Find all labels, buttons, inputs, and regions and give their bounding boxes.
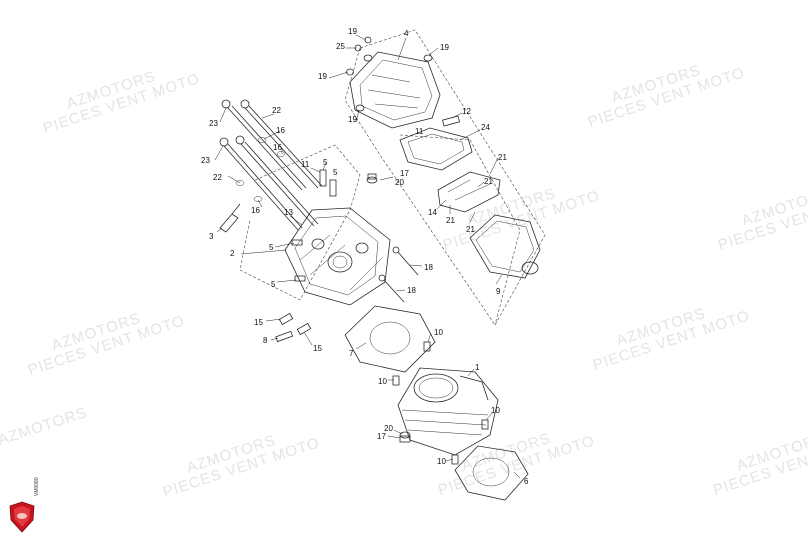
callout-10: 10 (378, 377, 387, 386)
callout-13: 13 (284, 208, 293, 217)
gasket-24 (399, 127, 473, 171)
callout-19: 19 (440, 43, 449, 52)
callout-5: 5 (269, 243, 274, 252)
brand-shield-logo (9, 501, 35, 533)
callout-16: 16 (273, 143, 282, 152)
callout-25: 25 (336, 42, 345, 51)
callout-11: 11 (415, 127, 424, 136)
callout-16: 16 (251, 206, 260, 215)
callout-17: 17 (377, 432, 386, 441)
callout-9: 9 (496, 287, 501, 296)
callout-1: 1 (475, 363, 480, 372)
watermark-layer: AZMOTORS PIECES VENT MOTO AZMOTORS PIECE… (0, 62, 808, 501)
head-bolts (219, 99, 323, 231)
callout-18: 18 (424, 263, 433, 272)
callout-22: 22 (272, 106, 281, 115)
bolts-18 (378, 246, 419, 303)
dowels-10 (392, 341, 489, 465)
callout-2: 2 (230, 249, 235, 258)
bracket-14 (437, 171, 501, 213)
callout-19: 19 (348, 27, 357, 36)
watermark-brand: AZMOTORS (0, 404, 89, 449)
assembly-boundaries (239, 29, 546, 326)
callout-12: 12 (462, 107, 471, 116)
callout-21: 21 (466, 225, 475, 234)
callout-6: 6 (524, 477, 529, 486)
cylinder-head (284, 169, 391, 306)
bolt-17-washer-20-upper (366, 173, 378, 184)
cylinder-head-gasket-7 (344, 305, 436, 373)
callout-20: 20 (395, 178, 404, 187)
callout-21: 21 (498, 153, 507, 162)
callout-23: 23 (209, 119, 218, 128)
callout-24: 24 (481, 123, 490, 132)
callout-17: 17 (400, 169, 409, 178)
callout-10: 10 (491, 406, 500, 415)
callout-3: 3 (209, 232, 214, 241)
callout-5: 5 (323, 158, 328, 167)
callout-7: 7 (349, 349, 354, 358)
base-gasket-6 (454, 445, 529, 501)
callout-18: 18 (407, 286, 416, 295)
callout-5: 5 (271, 280, 276, 289)
cylinder-block (397, 367, 499, 456)
drawing-code: VM0080 (34, 477, 40, 496)
callout-4: 4 (404, 29, 409, 38)
callout-22: 22 (213, 173, 222, 182)
bolt-17-washer-20 (399, 431, 411, 443)
spark-plug-3 (219, 203, 241, 233)
callout-5: 5 (333, 168, 338, 177)
callout-labels: 19 25 4 19 19 19 12 11 24 22 23 16 16 11… (201, 27, 529, 486)
callout-10: 10 (437, 457, 446, 466)
studs-15 (275, 312, 312, 343)
callout-19: 19 (348, 115, 357, 124)
callout-21: 21 (484, 177, 493, 186)
callout-21: 21 (446, 216, 455, 225)
callout-14: 14 (428, 208, 437, 217)
callout-15: 15 (254, 318, 263, 327)
bolt-12 (442, 115, 460, 127)
leader-lines (214, 34, 521, 479)
callout-8: 8 (263, 336, 268, 345)
cylinder-head-cover (346, 36, 441, 129)
callout-16: 16 (276, 126, 285, 135)
callout-15: 15 (313, 344, 322, 353)
callout-19: 19 (318, 72, 327, 81)
callout-23: 23 (201, 156, 210, 165)
gasket-9 (469, 214, 541, 279)
callout-10: 10 (434, 328, 443, 337)
callout-11: 11 (301, 160, 310, 169)
callout-20: 20 (384, 424, 393, 433)
